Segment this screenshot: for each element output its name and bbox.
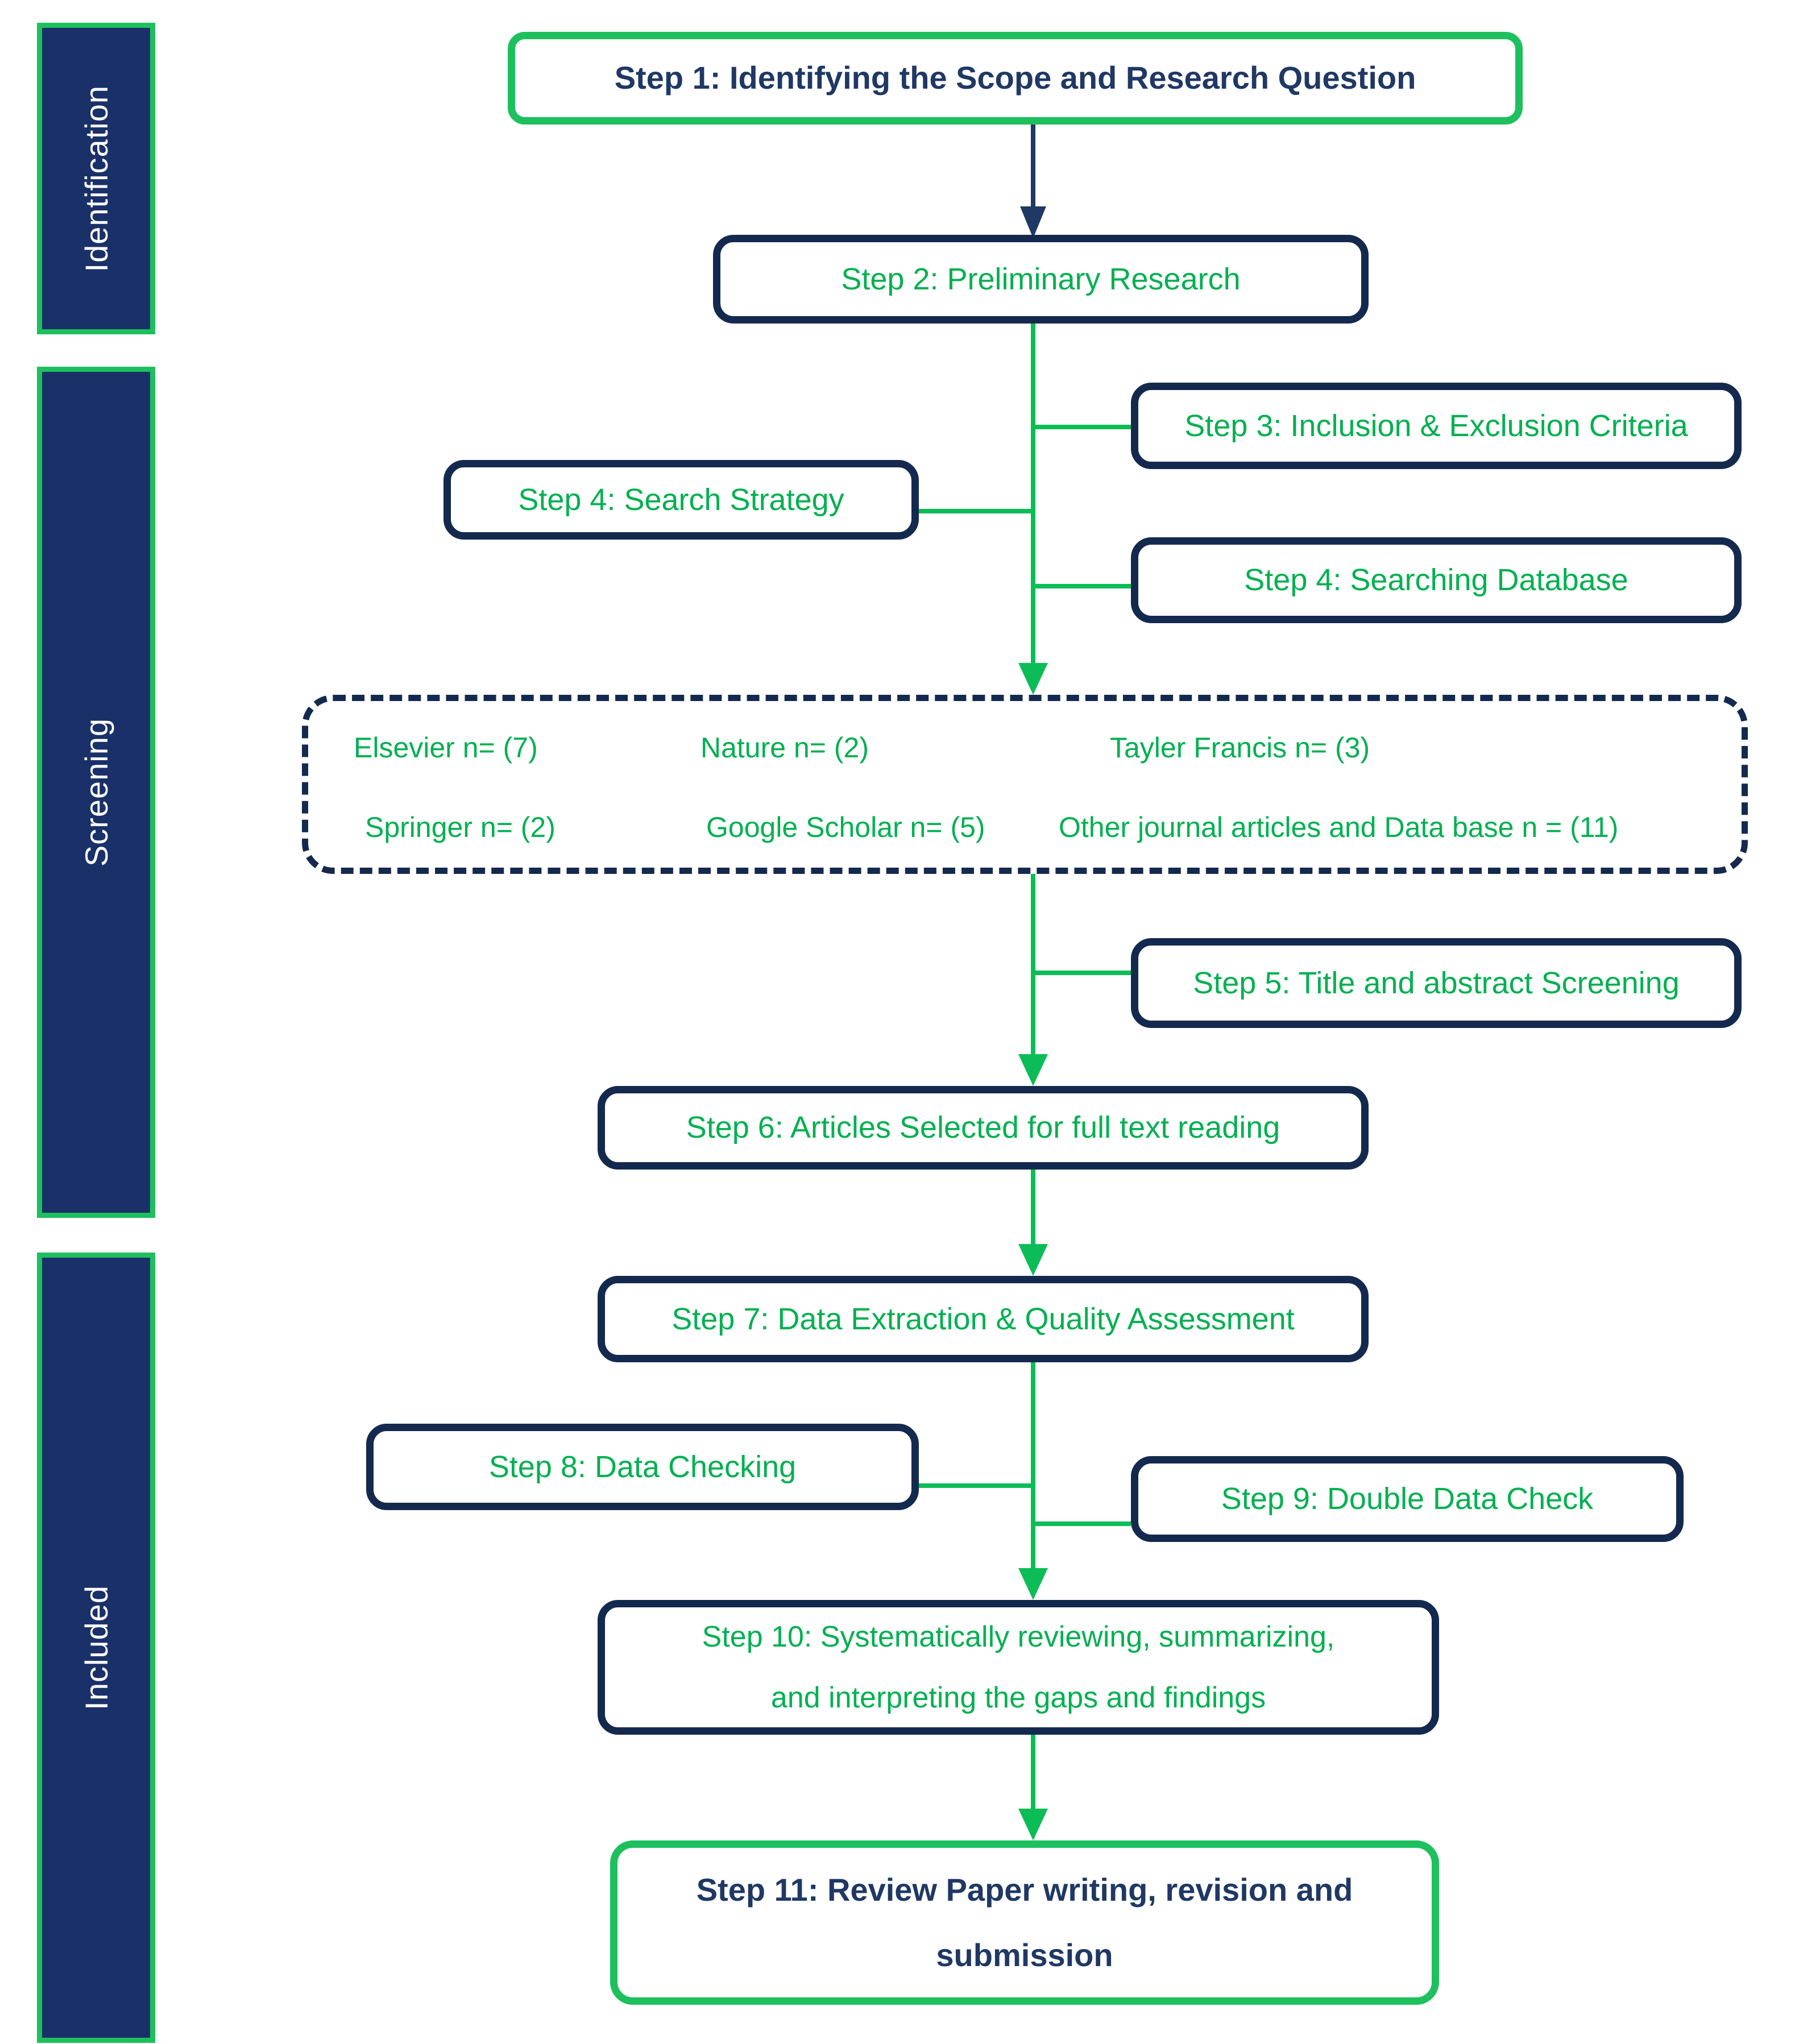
db-elsevier-label: Elsevier n= (7) xyxy=(354,732,538,764)
connector-branch-step5 xyxy=(1033,971,1131,975)
step-5-label: Step 5: Title and abstract Screening xyxy=(1193,965,1680,1000)
step-2-label: Step 2: Preliminary Research xyxy=(841,262,1241,296)
step-1-label: Step 1: Identifying the Scope and Resear… xyxy=(614,60,1416,96)
box-step-4-searching-database: Step 4: Searching Database xyxy=(1131,537,1742,623)
step-3-label: Step 3: Inclusion & Exclusion Criteria xyxy=(1184,408,1688,443)
step-10-label-line1: Step 10: Systematically reviewing, summa… xyxy=(702,1620,1335,1653)
phase-identification-label: Identification xyxy=(78,85,114,272)
box-step-3: Step 3: Inclusion & Exclusion Criteria xyxy=(1131,383,1742,469)
arrowhead-step10-icon xyxy=(1018,1568,1048,1600)
connector-branch-step8 xyxy=(919,1483,1033,1488)
box-step-5: Step 5: Title and abstract Screening xyxy=(1131,938,1742,1028)
connector-step1-step2 xyxy=(1031,125,1035,208)
db-springer-label: Springer n= (2) xyxy=(365,811,556,843)
connector-step10-step11 xyxy=(1031,1735,1035,1810)
connector-step2-databases xyxy=(1031,324,1035,664)
db-tayler-francis-label: Tayler Francis n= (3) xyxy=(1110,732,1370,764)
db-nature-label: Nature n= (2) xyxy=(700,732,869,764)
connector-branch-step9 xyxy=(1033,1521,1131,1526)
arrowhead-step11-icon xyxy=(1018,1809,1048,1840)
connector-databases-step6 xyxy=(1031,874,1035,1055)
step-10-label-line2: and interpreting the gaps and findings xyxy=(770,1681,1266,1714)
step-11-label-line2: submission xyxy=(936,1937,1113,1973)
db-other-label: Other journal articles and Data base n =… xyxy=(1059,811,1619,843)
step-4b-label: Step 4: Searching Database xyxy=(1244,563,1628,598)
phase-identification: Identification xyxy=(37,23,155,334)
box-step-8: Step 8: Data Checking xyxy=(366,1424,919,1510)
db-google-scholar-label: Google Scholar n= (5) xyxy=(706,811,985,843)
box-step-2: Step 2: Preliminary Research xyxy=(713,235,1369,324)
connector-branch-step4a xyxy=(919,509,1033,513)
arrowhead-step6-icon xyxy=(1018,1054,1048,1086)
connector-branch-step3 xyxy=(1033,425,1131,429)
phase-included-label: Included xyxy=(78,1585,114,1710)
box-databases: Elsevier n= (7) Nature n= (2) Tayler Fra… xyxy=(302,695,1748,874)
arrowhead-databases-icon xyxy=(1018,663,1048,695)
phase-screening: Screening xyxy=(37,367,155,1218)
box-step-9: Step 9: Double Data Check xyxy=(1131,1456,1684,1542)
box-step-1: Step 1: Identifying the Scope and Resear… xyxy=(508,32,1523,125)
phase-screening-label: Screening xyxy=(78,718,114,867)
step-6-label: Step 6: Articles Selected for full text … xyxy=(686,1110,1280,1145)
step-9-label: Step 9: Double Data Check xyxy=(1221,1482,1594,1516)
box-step-4-search-strategy: Step 4: Search Strategy xyxy=(443,460,919,540)
box-step-11: Step 11: Review Paper writing, revision … xyxy=(610,1840,1439,2005)
step-8-label: Step 8: Data Checking xyxy=(488,1449,797,1484)
arrowhead-step2-icon xyxy=(1020,206,1046,238)
box-step-7: Step 7: Data Extraction & Quality Assess… xyxy=(598,1276,1369,1362)
box-step-10: Step 10: Systematically reviewing, summa… xyxy=(598,1600,1439,1735)
connector-branch-step4b xyxy=(1033,584,1131,588)
step-7-label: Step 7: Data Extraction & Quality Assess… xyxy=(671,1301,1295,1336)
step-4a-label: Step 4: Search Strategy xyxy=(518,482,844,517)
arrowhead-step7-icon xyxy=(1018,1244,1048,1276)
phase-included: Included xyxy=(37,1253,155,2043)
connector-step6-step7 xyxy=(1031,1170,1035,1245)
step-11-label-line1: Step 11: Review Paper writing, revision … xyxy=(696,1871,1353,1908)
box-step-6: Step 6: Articles Selected for full text … xyxy=(598,1086,1369,1170)
connector-step7-step10 xyxy=(1031,1362,1035,1569)
